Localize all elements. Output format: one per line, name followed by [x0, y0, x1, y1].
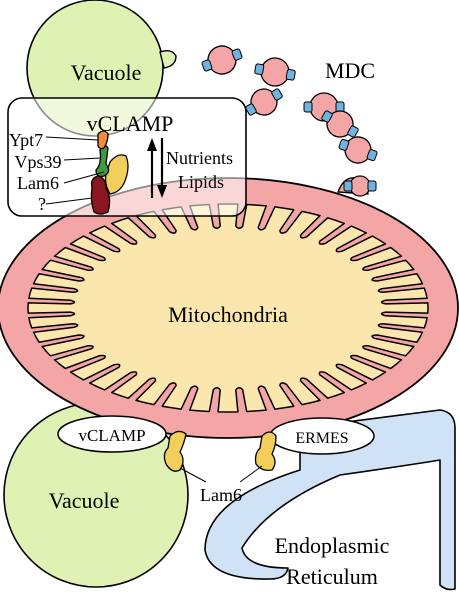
mdc-vesicles	[201, 45, 378, 197]
mdc-marker	[338, 138, 350, 151]
lam6-protein-vclamp	[163, 430, 187, 472]
mito-inner-membrane-cristae	[27, 203, 429, 413]
vacuole-top-label: Vacuole	[71, 60, 142, 85]
mdc-marker	[343, 180, 353, 192]
vclamp-inset: vCLAMP Ypt7 Vps39 Lam6 ? Nutrients Lipid…	[7, 97, 247, 217]
vclamp-oval-label: vCLAMP	[78, 426, 145, 445]
mdc-marker	[367, 180, 377, 192]
unknown-label: ?	[38, 194, 46, 214]
mdc-marker	[201, 59, 213, 72]
mdc-marker	[254, 63, 265, 76]
ermes-contact: ERMES	[254, 417, 375, 472]
er-label-line1: Endoplasmic	[275, 533, 390, 558]
mdc-vesicle	[254, 57, 296, 87]
lam6-bottom-label: Lam6	[200, 485, 242, 505]
mdc-marker	[303, 101, 313, 113]
mdc-vesicle	[321, 110, 359, 138]
mdc-marker	[271, 88, 283, 101]
vps39-label: Vps39	[14, 152, 61, 172]
mdc-vesicle	[338, 136, 378, 164]
mdc-vesicle	[245, 88, 283, 116]
lipids-label: Lipids	[178, 172, 224, 192]
ermes-oval-label: ERMES	[295, 430, 348, 447]
mdc-marker	[285, 68, 296, 81]
mdc-vesicle	[343, 175, 377, 197]
er-label-line2: Reticulum	[286, 564, 378, 589]
endoplasmic-reticulum	[204, 409, 456, 591]
mdc-marker	[347, 125, 359, 138]
protein-complex	[90, 130, 129, 215]
nutrients-label: Nutrients	[166, 148, 233, 168]
vclamp-contact: vCLAMP	[57, 415, 187, 472]
ypt7-label: Ypt7	[9, 130, 43, 150]
unknown-protein	[90, 175, 111, 215]
mdc-marker	[321, 110, 333, 123]
exchange-arrows	[147, 138, 167, 198]
vacuole-bottom-label: Vacuole	[49, 488, 120, 513]
lam6-protein-ermes	[254, 431, 277, 472]
mitochondrion: Mitochondria	[0, 177, 459, 439]
mitochondria-label: Mitochondria	[168, 302, 288, 327]
lam6-inset-label: Lam6	[17, 173, 59, 193]
vacuole-top-bud	[159, 49, 177, 69]
mdc-marker	[231, 48, 243, 61]
ypt7-protein	[97, 130, 109, 150]
vclamp-oval	[57, 415, 167, 453]
mdc-marker	[366, 149, 378, 162]
mdc-vesicle	[201, 45, 243, 75]
mdc-marker	[245, 103, 257, 116]
mdc-label: MDC	[325, 58, 375, 83]
